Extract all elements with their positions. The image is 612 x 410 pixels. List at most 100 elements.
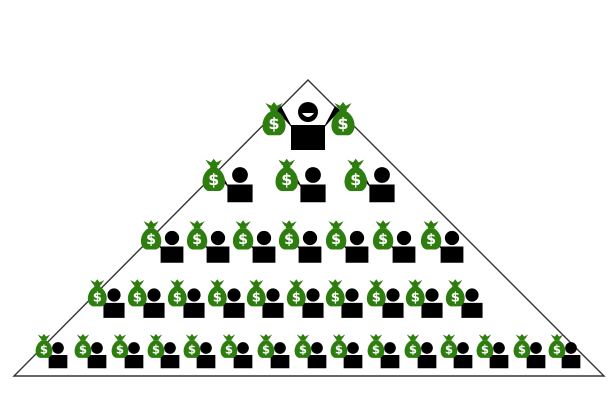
dollar-sign: $ (146, 232, 156, 248)
money-bag-icon: $ (127, 279, 147, 307)
pyramid-member: $ (367, 333, 400, 369)
money-bag-icon: $ (275, 158, 298, 192)
pyramid-member: $ (294, 333, 327, 369)
dollar-sign: $ (152, 342, 160, 356)
money-bag-icon: $ (207, 279, 227, 307)
money-bag-icon: $ (548, 333, 566, 358)
money-bag-icon: $ (344, 158, 367, 192)
money-bag-icon: $ (35, 333, 53, 358)
dollar-sign: $ (337, 114, 348, 133)
pyramid-member: $ (140, 220, 184, 263)
pyramid-member: $ (548, 333, 581, 369)
dollar-sign: $ (445, 342, 453, 356)
money-bag-icon: $ (257, 333, 275, 358)
pyramid-member: $ (344, 158, 395, 203)
pyramid-member: $ (220, 333, 253, 369)
dollar-sign: $ (411, 290, 420, 305)
tier-apex: $$ (262, 102, 355, 150)
dollar-sign: $ (213, 290, 222, 305)
dollar-sign: $ (133, 290, 142, 305)
money-bag-icon: $ (147, 333, 165, 358)
dollar-sign: $ (331, 290, 340, 305)
pyramid-member: $ (440, 333, 473, 369)
pyramid-member: $ (513, 333, 546, 369)
money-bag-icon: $ (330, 333, 348, 358)
dollar-sign: $ (292, 290, 301, 305)
dollar-sign: $ (481, 342, 489, 356)
dollar-sign: $ (335, 342, 343, 356)
pyramid-member: $ (330, 333, 363, 369)
dollar-sign: $ (331, 232, 341, 248)
pyramid-member: $ (87, 279, 125, 318)
money-bag-icon: $ (445, 279, 465, 307)
money-bag-icon: $ (246, 279, 266, 307)
dollar-sign: $ (238, 232, 248, 248)
pyramid-member: $ (405, 279, 443, 318)
dollar-sign: $ (284, 232, 294, 248)
pyramid-member: $ (404, 333, 437, 369)
dollar-sign: $ (378, 232, 388, 248)
pyramid-member: $ (232, 220, 276, 263)
money-bag-icon: $ (331, 102, 355, 136)
money-bag-icon: $ (372, 220, 394, 250)
pyramid-member: $ (476, 333, 509, 369)
pyramid-member: $ (325, 279, 363, 318)
dollar-sign: $ (451, 290, 460, 305)
dollar-sign: $ (262, 342, 270, 356)
money-bag-icon: $ (513, 333, 531, 358)
money-bag-icon: $ (404, 333, 422, 358)
tier-5: $ $ $ $ $ $ $ $ $ $ $ $ $ $ $ (35, 333, 581, 369)
money-bag-icon: $ (232, 220, 254, 250)
pyramid-member: $ (420, 220, 464, 263)
money-bag-icon: $ (278, 220, 300, 250)
dollar-sign: $ (79, 342, 87, 356)
money-bag-icon: $ (420, 220, 442, 250)
pyramid-member: $ (207, 279, 245, 318)
pyramid-member: $ (278, 220, 322, 263)
money-bag-icon: $ (202, 158, 225, 192)
money-bag-icon: $ (325, 279, 345, 307)
money-bag-icon: $ (220, 333, 238, 358)
pyramid-member: $ (372, 220, 416, 263)
smile (302, 113, 314, 117)
pyramid-member: $ (286, 279, 324, 318)
dollar-sign: $ (299, 342, 307, 356)
money-bag-icon: $ (405, 279, 425, 307)
pyramid-member: $ (167, 279, 205, 318)
money-bag-icon: $ (167, 279, 187, 307)
pyramid-member: $ (74, 333, 107, 369)
dollar-sign: $ (188, 342, 196, 356)
money-bag-icon: $ (111, 333, 129, 358)
tier-2: $ $ $ (202, 158, 395, 203)
dollar-sign: $ (426, 232, 436, 248)
pyramid-member: $ (202, 158, 253, 203)
dollar-sign: $ (116, 342, 124, 356)
dollar-sign: $ (192, 232, 202, 248)
money-bag-icon: $ (186, 220, 208, 250)
money-bag-icon: $ (74, 333, 92, 358)
money-bag-icon: $ (367, 333, 385, 358)
money-bag-icon: $ (440, 333, 458, 358)
dollar-sign: $ (350, 170, 361, 189)
person-icon (552, 342, 581, 369)
pyramid-member: $ (366, 279, 404, 318)
money-bag-icon: $ (87, 279, 107, 307)
money-bag-icon: $ (262, 102, 286, 136)
dollar-sign: $ (281, 170, 292, 189)
dollar-sign: $ (553, 342, 561, 356)
pyramid-outline (12, 79, 606, 377)
pyramid-member: $ (445, 279, 483, 318)
tier-3: $ $ $ $ $ $ $ (140, 220, 464, 263)
money-bag-icon: $ (140, 220, 162, 250)
dollar-sign: $ (252, 290, 261, 305)
pyramid-member: $ (111, 333, 144, 369)
dollar-sign: $ (93, 290, 102, 305)
money-bag-icon: $ (286, 279, 306, 307)
dollar-sign: $ (409, 342, 417, 356)
money-bag-icon: $ (476, 333, 494, 358)
dollar-sign: $ (225, 342, 233, 356)
dollar-sign: $ (268, 114, 279, 133)
money-bag-icon: $ (366, 279, 386, 307)
pyramid-member: $ (186, 220, 230, 263)
